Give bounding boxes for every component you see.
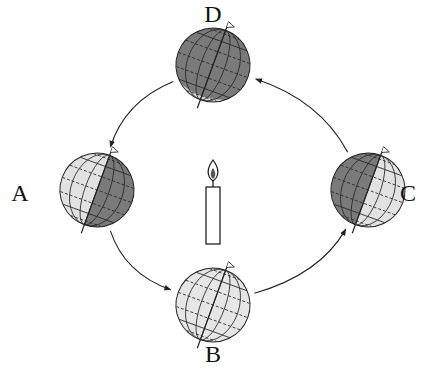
earth-position: D [176,28,250,102]
earth-position: B [176,268,250,342]
orbit-arrow [254,229,345,293]
earth-globe [46,134,147,246]
candle [206,160,220,244]
orbit-arrow [110,231,170,290]
orbit-arrow [110,81,173,147]
earth-position: A [60,153,134,227]
earth-position: C [331,153,405,227]
orbit-arrow [256,79,348,152]
position-letter: A [11,181,28,205]
earth-globe [317,134,418,246]
position-letter: C [400,181,416,205]
position-letter: D [204,2,221,26]
position-letter: B [205,342,221,366]
